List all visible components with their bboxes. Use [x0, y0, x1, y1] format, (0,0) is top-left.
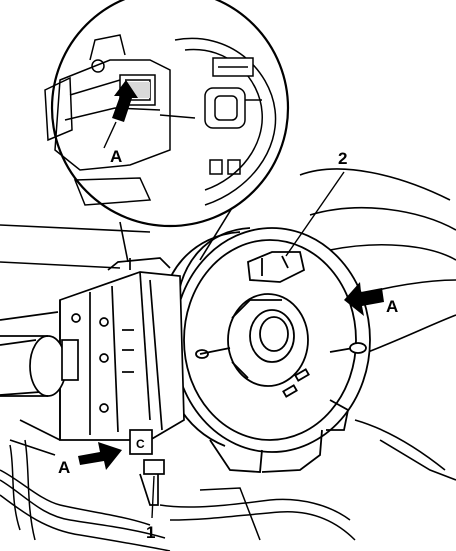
inset-arrow-a [103, 80, 138, 149]
callout-2-label: 2 [338, 149, 347, 168]
steering-column-tube [0, 311, 79, 456]
callout-2-leader [285, 171, 345, 257]
combination-switch-housing [59, 257, 185, 506]
wiring-harness [0, 439, 356, 551]
magnified-detail-inset [44, 0, 290, 263]
callout-1-leader [151, 475, 155, 519]
right-arrow-a [344, 282, 384, 316]
right-arrow-label: A [386, 297, 398, 316]
left-arrow-label: A [58, 458, 70, 477]
callout-1-label: 1 [146, 523, 155, 542]
left-arrow-a [78, 442, 122, 470]
inset-arrow-label: A [110, 147, 122, 166]
clock-spring-assembly [159, 227, 371, 473]
latch-letter: C [136, 437, 145, 451]
